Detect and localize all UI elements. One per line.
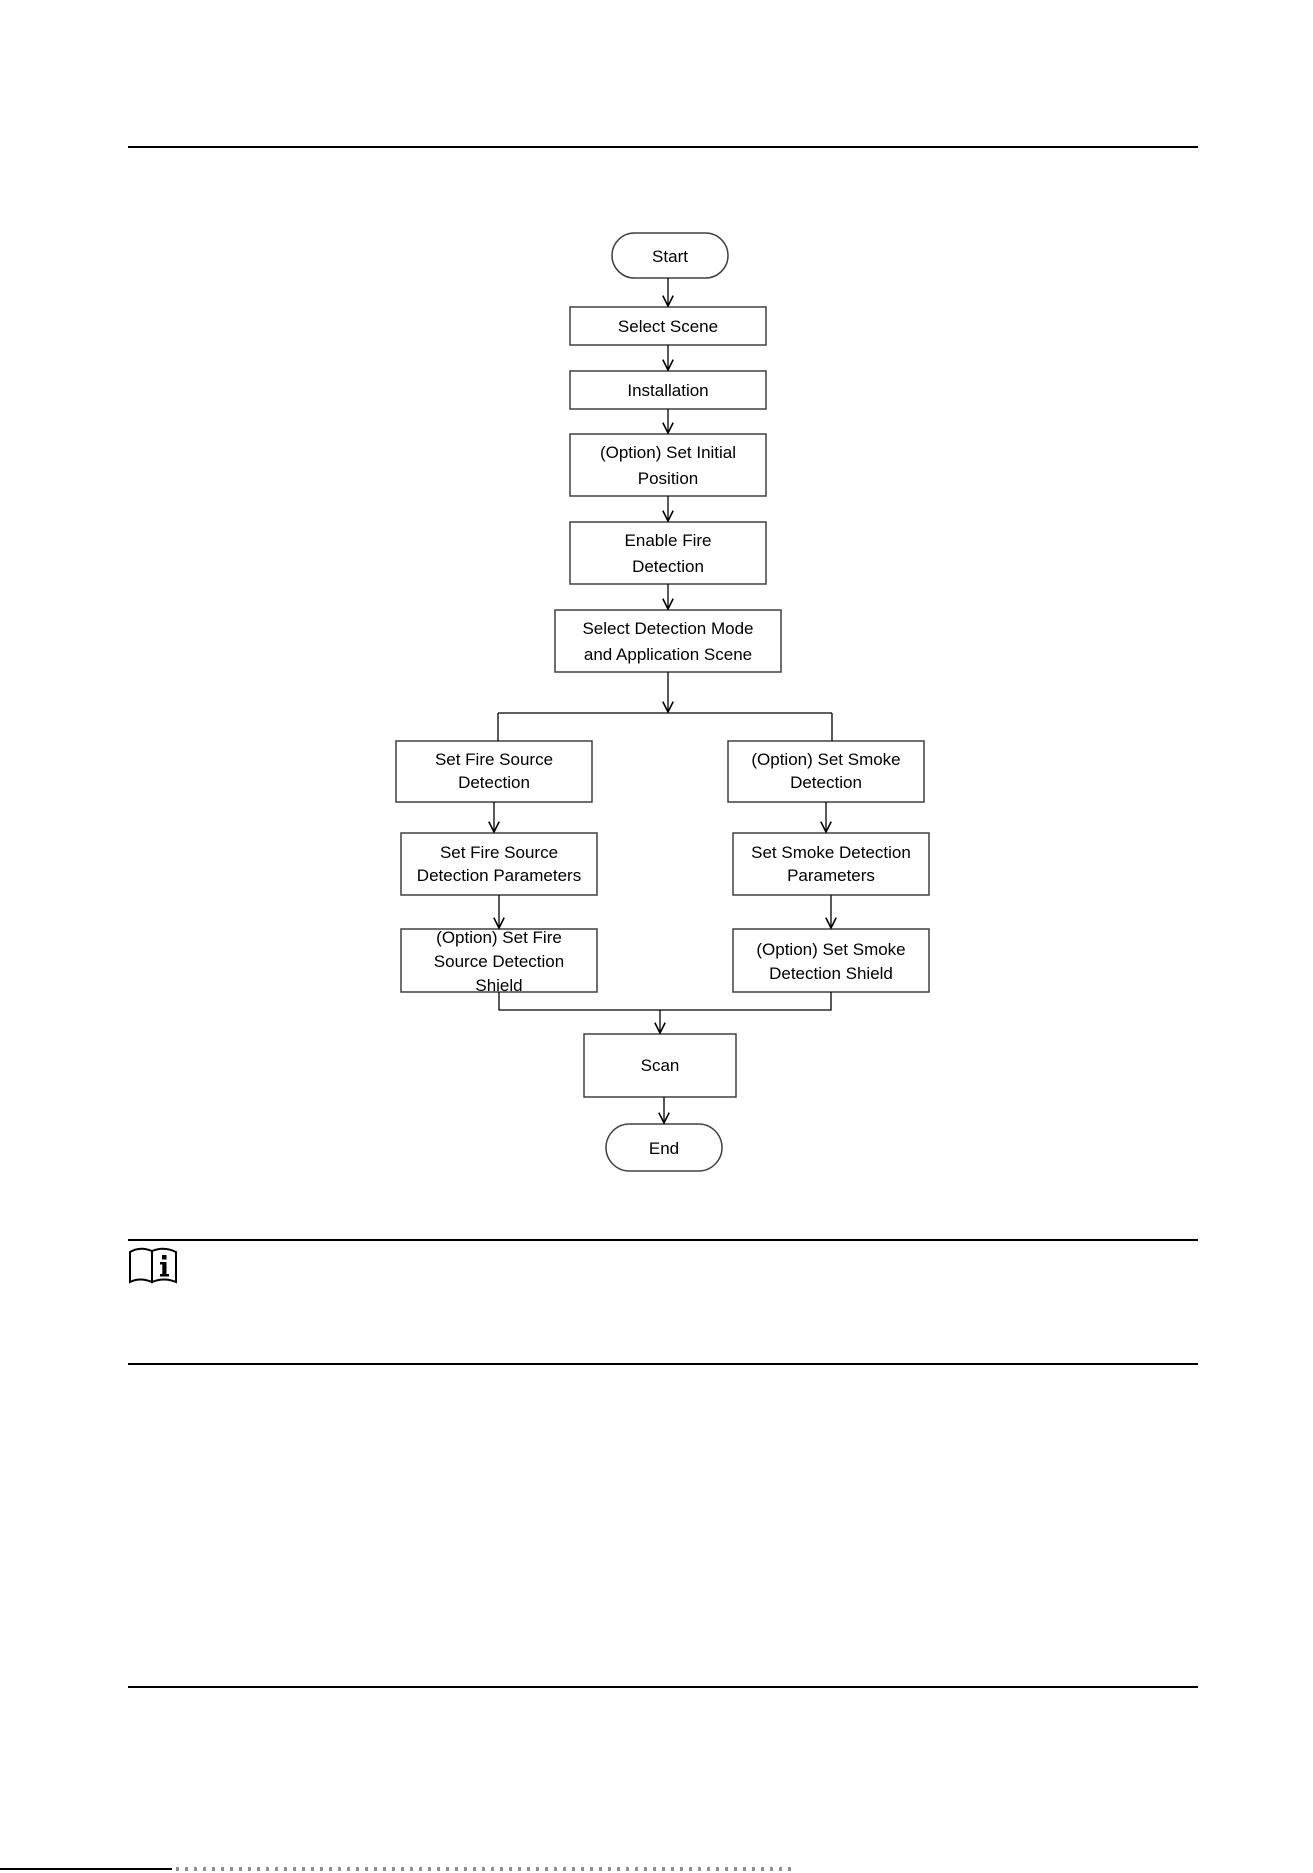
label-detection-mode-1: Select Detection Mode [582, 619, 753, 638]
label-start: Start [652, 247, 688, 266]
label-smoke-shield-1: (Option) Set Smoke [756, 940, 905, 959]
node-fire-source [395, 740, 593, 803]
label-smoke-shield-2: Detection Shield [769, 964, 893, 983]
label-installation: Installation [627, 381, 708, 400]
branch-split [497, 712, 833, 741]
note-top-rule [128, 1239, 1198, 1241]
label-fire-shield-3: Shield [475, 976, 522, 995]
label-fire-params-2: Detection Parameters [417, 866, 581, 885]
label-smoke-params-2: Parameters [787, 866, 875, 885]
label-fire-shield-2: Source Detection [434, 952, 564, 971]
label-initial-position-2: Position [638, 469, 698, 488]
label-fire-shield-1: (Option) Set Fire [436, 928, 562, 947]
label-smoke-params-1: Set Smoke Detection [751, 843, 911, 862]
header-rule [128, 146, 1198, 148]
label-scan: Scan [641, 1056, 680, 1075]
node-installation [569, 370, 767, 410]
fire-detection-flowchart: Start Select Scene Installation (Option)… [395, 232, 930, 1172]
label-detection-mode-2: and Application Scene [584, 645, 752, 664]
node-fire-shield [400, 928, 598, 993]
node-scan [583, 1033, 737, 1098]
node-select-scene [569, 306, 767, 346]
label-select-scene: Select Scene [618, 317, 718, 336]
cropped-footer-strip [0, 1864, 1313, 1873]
label-smoke-2: Detection [790, 773, 862, 792]
label-end: End [649, 1139, 679, 1158]
note-bottom-rule [128, 1363, 1198, 1365]
label-initial-position-1: (Option) Set Initial [600, 443, 736, 462]
branch-merge [498, 992, 832, 1011]
footer-rule [128, 1686, 1198, 1688]
node-smoke-params [732, 832, 930, 896]
label-smoke-1: (Option) Set Smoke [751, 750, 900, 769]
label-fire-source-1: Set Fire Source [435, 750, 553, 769]
note-info-icon [129, 1247, 177, 1284]
node-start [611, 232, 729, 279]
node-initial-position [569, 433, 767, 497]
label-enable-fire-2: Detection [632, 557, 704, 576]
label-fire-source-2: Detection [458, 773, 530, 792]
label-fire-params-1: Set Fire Source [440, 843, 558, 862]
label-enable-fire-1: Enable Fire [625, 531, 712, 550]
